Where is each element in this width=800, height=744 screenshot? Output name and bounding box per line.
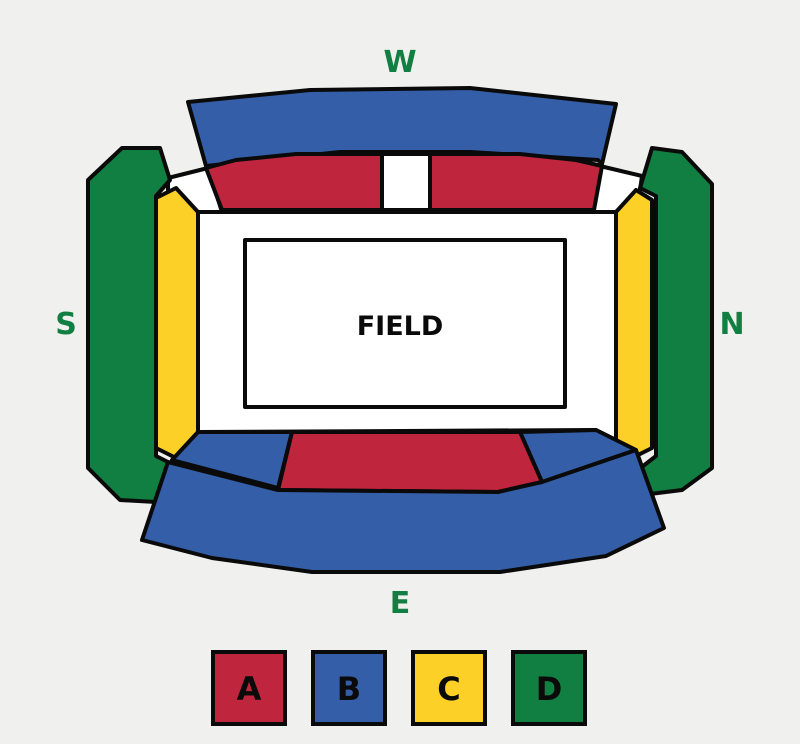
section-c-north[interactable]	[614, 188, 654, 460]
legend-label-a: A	[237, 670, 262, 708]
legend-swatch-a[interactable]	[211, 650, 287, 726]
field	[243, 238, 567, 409]
legend-swatch-b[interactable]	[311, 650, 387, 726]
legend-swatch-c[interactable]	[411, 650, 487, 726]
legend	[211, 650, 587, 726]
legend-label-b: B	[337, 670, 361, 708]
direction-north-label: N	[719, 307, 744, 342]
direction-east-label: E	[390, 586, 411, 621]
legend-label-d: D	[536, 670, 563, 708]
section-b-east-outer[interactable]	[140, 448, 666, 574]
section-a-east[interactable]	[276, 430, 544, 494]
section-a-west-right[interactable]	[428, 152, 604, 212]
field-label: FIELD	[357, 311, 444, 342]
legend-label-c: C	[437, 670, 460, 708]
direction-south-label: S	[55, 307, 77, 342]
section-c-south[interactable]	[154, 186, 200, 460]
legend-swatch-d[interactable]	[511, 650, 587, 726]
section-a-west-left[interactable]	[204, 152, 384, 212]
aisle-west	[380, 152, 432, 212]
direction-west-label: W	[383, 45, 416, 80]
